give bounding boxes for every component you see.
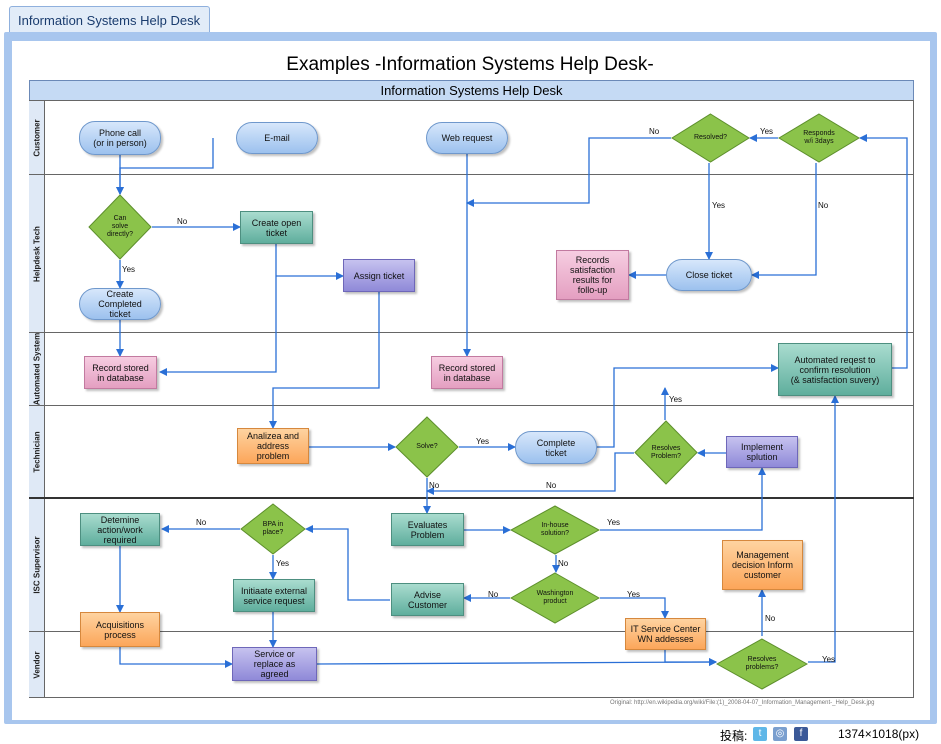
lane-helpdesk: Helpdesk Tech xyxy=(29,175,45,332)
can-solve-decision[interactable]: Can solve directly? xyxy=(88,194,152,260)
implement-solution-node[interactable]: Implement splution xyxy=(726,436,798,468)
lane-isc: ISC Supervisor xyxy=(29,499,45,631)
lane-divider xyxy=(29,497,914,499)
edge-label: Yes xyxy=(476,437,490,446)
facebook-icon[interactable]: f xyxy=(794,727,808,741)
edge-label: Yes xyxy=(627,590,641,599)
lane-divider xyxy=(29,174,914,175)
analyze-problem-node[interactable]: Analizea and address problem xyxy=(237,428,309,464)
edge-label: Yes xyxy=(122,265,136,274)
edge-label: No xyxy=(177,217,188,226)
edge-label: No xyxy=(818,201,829,210)
edge-label: No xyxy=(196,518,207,527)
edge-label: No xyxy=(546,481,557,490)
edge-label: No xyxy=(649,127,660,136)
lane-divider xyxy=(29,405,914,406)
create-completed-ticket-node[interactable]: Create Completed ticket xyxy=(79,288,161,320)
lane-vendor: Vendor xyxy=(29,632,45,697)
edge-label: Yes xyxy=(669,395,683,404)
email-node[interactable]: E-mail xyxy=(236,122,318,154)
window-tab[interactable]: Information Systems Help Desk xyxy=(9,6,210,33)
solve-decision[interactable]: Solve? xyxy=(395,416,459,478)
edge-label: Yes xyxy=(276,559,290,568)
it-service-center-node[interactable]: IT Service Center WN addesses xyxy=(625,618,706,650)
determine-action-node[interactable]: Detemine action/work required xyxy=(80,513,160,546)
edge-label: No xyxy=(488,590,499,599)
pool-title: Information Systems Help Desk xyxy=(29,80,914,101)
initiate-external-node[interactable]: Initiaate external service request xyxy=(233,579,315,612)
lane-customer: Customer xyxy=(29,101,45,174)
inhouse-decision[interactable]: In-house solution? xyxy=(510,505,600,555)
record-stored-node[interactable]: Record stored in database xyxy=(431,356,503,389)
footer-bar xyxy=(0,724,941,744)
edge-label: No xyxy=(429,481,440,490)
edge-label: Yes xyxy=(822,655,836,664)
twitter-icon[interactable]: t xyxy=(753,727,767,741)
washington-decision[interactable]: Washington product xyxy=(510,572,600,624)
edge-label: Yes xyxy=(607,518,621,527)
bpa-decision[interactable]: BPA in place? xyxy=(240,503,306,555)
image-dimensions: 1374×1018(px) xyxy=(838,727,920,741)
complete-ticket-node[interactable]: Complete ticket xyxy=(515,431,597,464)
close-ticket-node[interactable]: Close ticket xyxy=(666,259,752,291)
acquisitions-node[interactable]: Acquisitions process xyxy=(80,612,160,647)
assign-ticket-node[interactable]: Assign ticket xyxy=(343,259,415,292)
share-icon[interactable]: ◎ xyxy=(773,727,787,741)
resolved-decision[interactable]: Resolved? xyxy=(671,113,750,163)
lane-technician: Technician xyxy=(29,406,45,497)
source-note: Original: http://en.wikipedia.org/wiki/F… xyxy=(610,700,875,706)
share-label: 投稿: xyxy=(720,729,748,743)
edge-label: No xyxy=(558,559,569,568)
lane-divider xyxy=(29,332,914,333)
phone-call-node[interactable]: Phone call (or in person) xyxy=(79,121,161,155)
automated-request-node[interactable]: Automated reqest to confirm resolution (… xyxy=(778,343,892,396)
advise-customer-node[interactable]: Advise Customer xyxy=(391,583,464,616)
service-replace-node[interactable]: Service or replace as agreed xyxy=(232,647,317,681)
record-stored-node[interactable]: Record stored in database xyxy=(84,356,157,389)
lane-automated: Automated System xyxy=(29,333,45,405)
edge-label: No xyxy=(765,614,776,623)
create-open-ticket-node[interactable]: Create open ticket xyxy=(240,211,313,244)
records-satisfaction-node[interactable]: Records satisfaction results for follo-u… xyxy=(556,250,629,300)
edge-label: Yes xyxy=(712,201,726,210)
pool xyxy=(29,100,914,698)
responds-decision[interactable]: Responds w/i 3days xyxy=(778,113,860,163)
web-request-node[interactable]: Web request xyxy=(426,122,508,154)
resolves-problem-decision[interactable]: Resolves Problem? xyxy=(634,420,698,485)
lane-divider xyxy=(29,631,914,632)
diagram-title: Examples -Information Systems Help Desk- xyxy=(286,54,654,75)
management-decision-node[interactable]: Management decision Inform customer xyxy=(722,540,803,590)
tab-label: Information Systems Help Desk xyxy=(18,13,201,28)
edge-label: Yes xyxy=(760,127,774,136)
evaluates-problem-node[interactable]: Evaluates Problem xyxy=(391,513,464,546)
resolves-problems-decision[interactable]: Resolves problems? xyxy=(716,638,808,690)
